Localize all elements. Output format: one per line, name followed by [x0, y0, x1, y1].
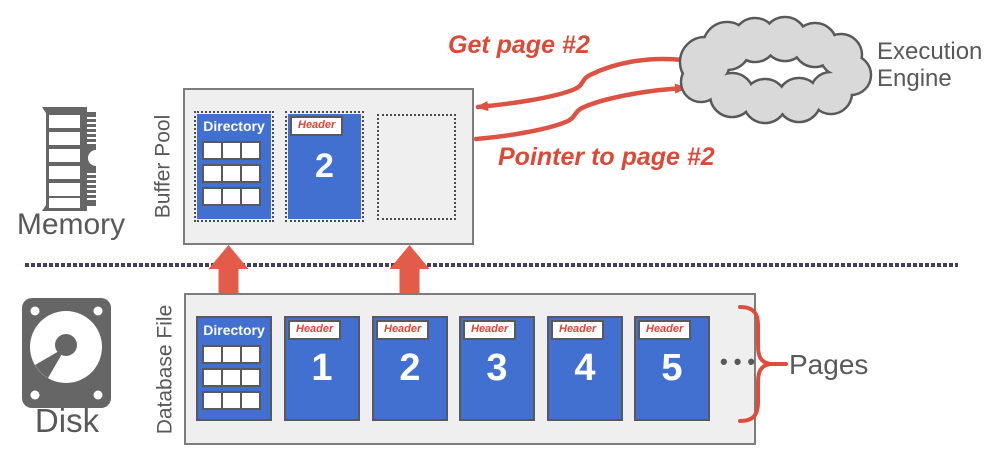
buffer-pool-empty-frame — [377, 114, 456, 220]
page-number: 3 — [486, 347, 508, 389]
database-page-5: Header 5 — [634, 316, 710, 421]
get-page-arrow — [475, 56, 686, 112]
execution-engine-line2: Engine — [877, 65, 952, 92]
database-file-label: Database File — [153, 304, 177, 435]
pages-label: Pages — [789, 349, 869, 380]
page-number: 1 — [311, 347, 333, 389]
page-load-arrows — [208, 245, 430, 302]
page-number: 5 — [661, 347, 683, 389]
database-page-2: Header 2 — [372, 316, 448, 421]
buffer-pool-directory-page: Directory — [197, 114, 271, 219]
disk-label: Disk — [34, 402, 100, 439]
directory-grid — [202, 345, 266, 410]
memory-disk-separator — [25, 263, 958, 267]
memory-label: Memory — [16, 208, 126, 241]
directory-title: Directory — [203, 118, 265, 134]
execution-engine-cloud-icon — [678, 15, 873, 125]
buffer-pool-box: Directory Header 2 — [183, 88, 474, 245]
hard-drive-icon — [22, 298, 111, 408]
database-page-4: Header 4 — [547, 316, 623, 421]
pointer-annotation: Pointer to page #2 — [498, 143, 715, 171]
page-header-chip: Header — [551, 320, 605, 340]
directory-title: Directory — [203, 322, 265, 338]
page-header-chip: Header — [463, 320, 517, 340]
page-header-chip: Header — [376, 320, 430, 340]
page-header-chip: Header — [290, 116, 344, 136]
database-page-1: Header 1 — [284, 316, 360, 421]
page-number: 4 — [574, 347, 596, 389]
buffer-pool-page-2: Header 2 — [288, 114, 361, 219]
request-arrows — [473, 56, 688, 142]
database-directory-page: Directory — [196, 316, 272, 421]
load-arrow-directory — [208, 245, 249, 302]
buffer-pool-page-frame: Header 2 — [285, 111, 364, 222]
pointer-arrow — [473, 83, 688, 142]
execution-engine-line1: Execution — [877, 38, 983, 65]
get-page-annotation: Get page #2 — [448, 31, 590, 59]
load-arrow-page2 — [389, 245, 430, 302]
page-number: 2 — [315, 147, 334, 185]
ram-icon — [42, 107, 100, 211]
database-page-3: Header 3 — [459, 316, 535, 421]
page-header-chip: Header — [638, 320, 692, 340]
page-number: 2 — [399, 347, 421, 389]
pages-ellipsis: ••• — [720, 349, 762, 374]
execution-engine-label: Execution Engine — [877, 38, 982, 92]
pages-brace — [738, 305, 788, 423]
directory-grid — [202, 141, 266, 206]
buffer-pool-directory-frame: Directory — [194, 111, 274, 222]
buffer-pool-label: Buffer Pool — [151, 114, 175, 219]
page-header-chip: Header — [288, 320, 342, 340]
database-file-box: Directory Header 1 Header 2 Header 3 Hea… — [184, 293, 756, 445]
